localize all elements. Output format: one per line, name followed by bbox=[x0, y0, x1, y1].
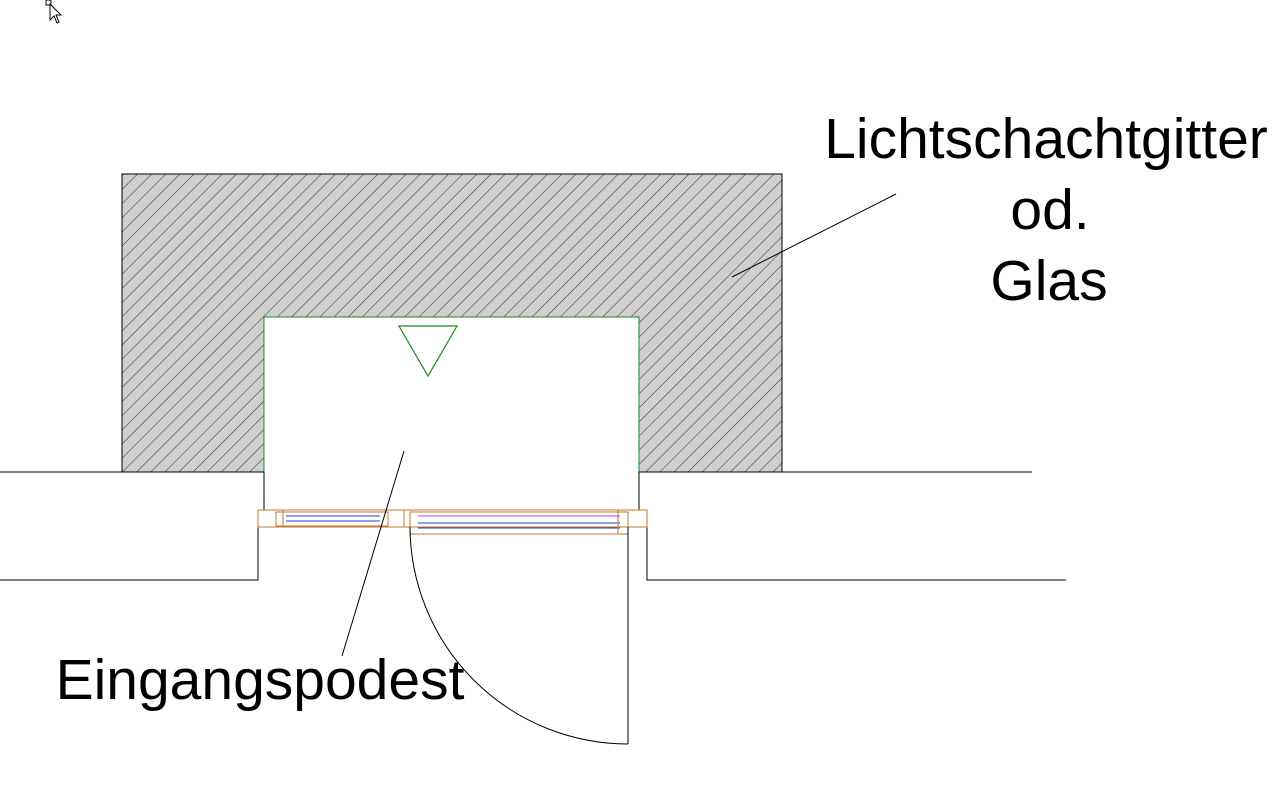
grate-leader-line bbox=[731, 193, 897, 278]
grate-label-line1: Lichtschachtgitter bbox=[824, 107, 1268, 171]
level-triangle-icon bbox=[397, 325, 459, 378]
grate-label-line2: od. bbox=[1010, 178, 1089, 242]
wall-lines bbox=[0, 471, 1066, 581]
landing-label: Eingangspodest bbox=[56, 648, 465, 712]
landing-outline bbox=[263, 316, 640, 472]
mouse-pointer-icon bbox=[45, 0, 63, 24]
entrance-landing-area bbox=[264, 317, 639, 513]
door-swing bbox=[409, 526, 629, 745]
landing-leader-line bbox=[341, 450, 405, 657]
door-frame bbox=[257, 509, 648, 535]
grate-label-line3: Glas bbox=[990, 249, 1107, 313]
